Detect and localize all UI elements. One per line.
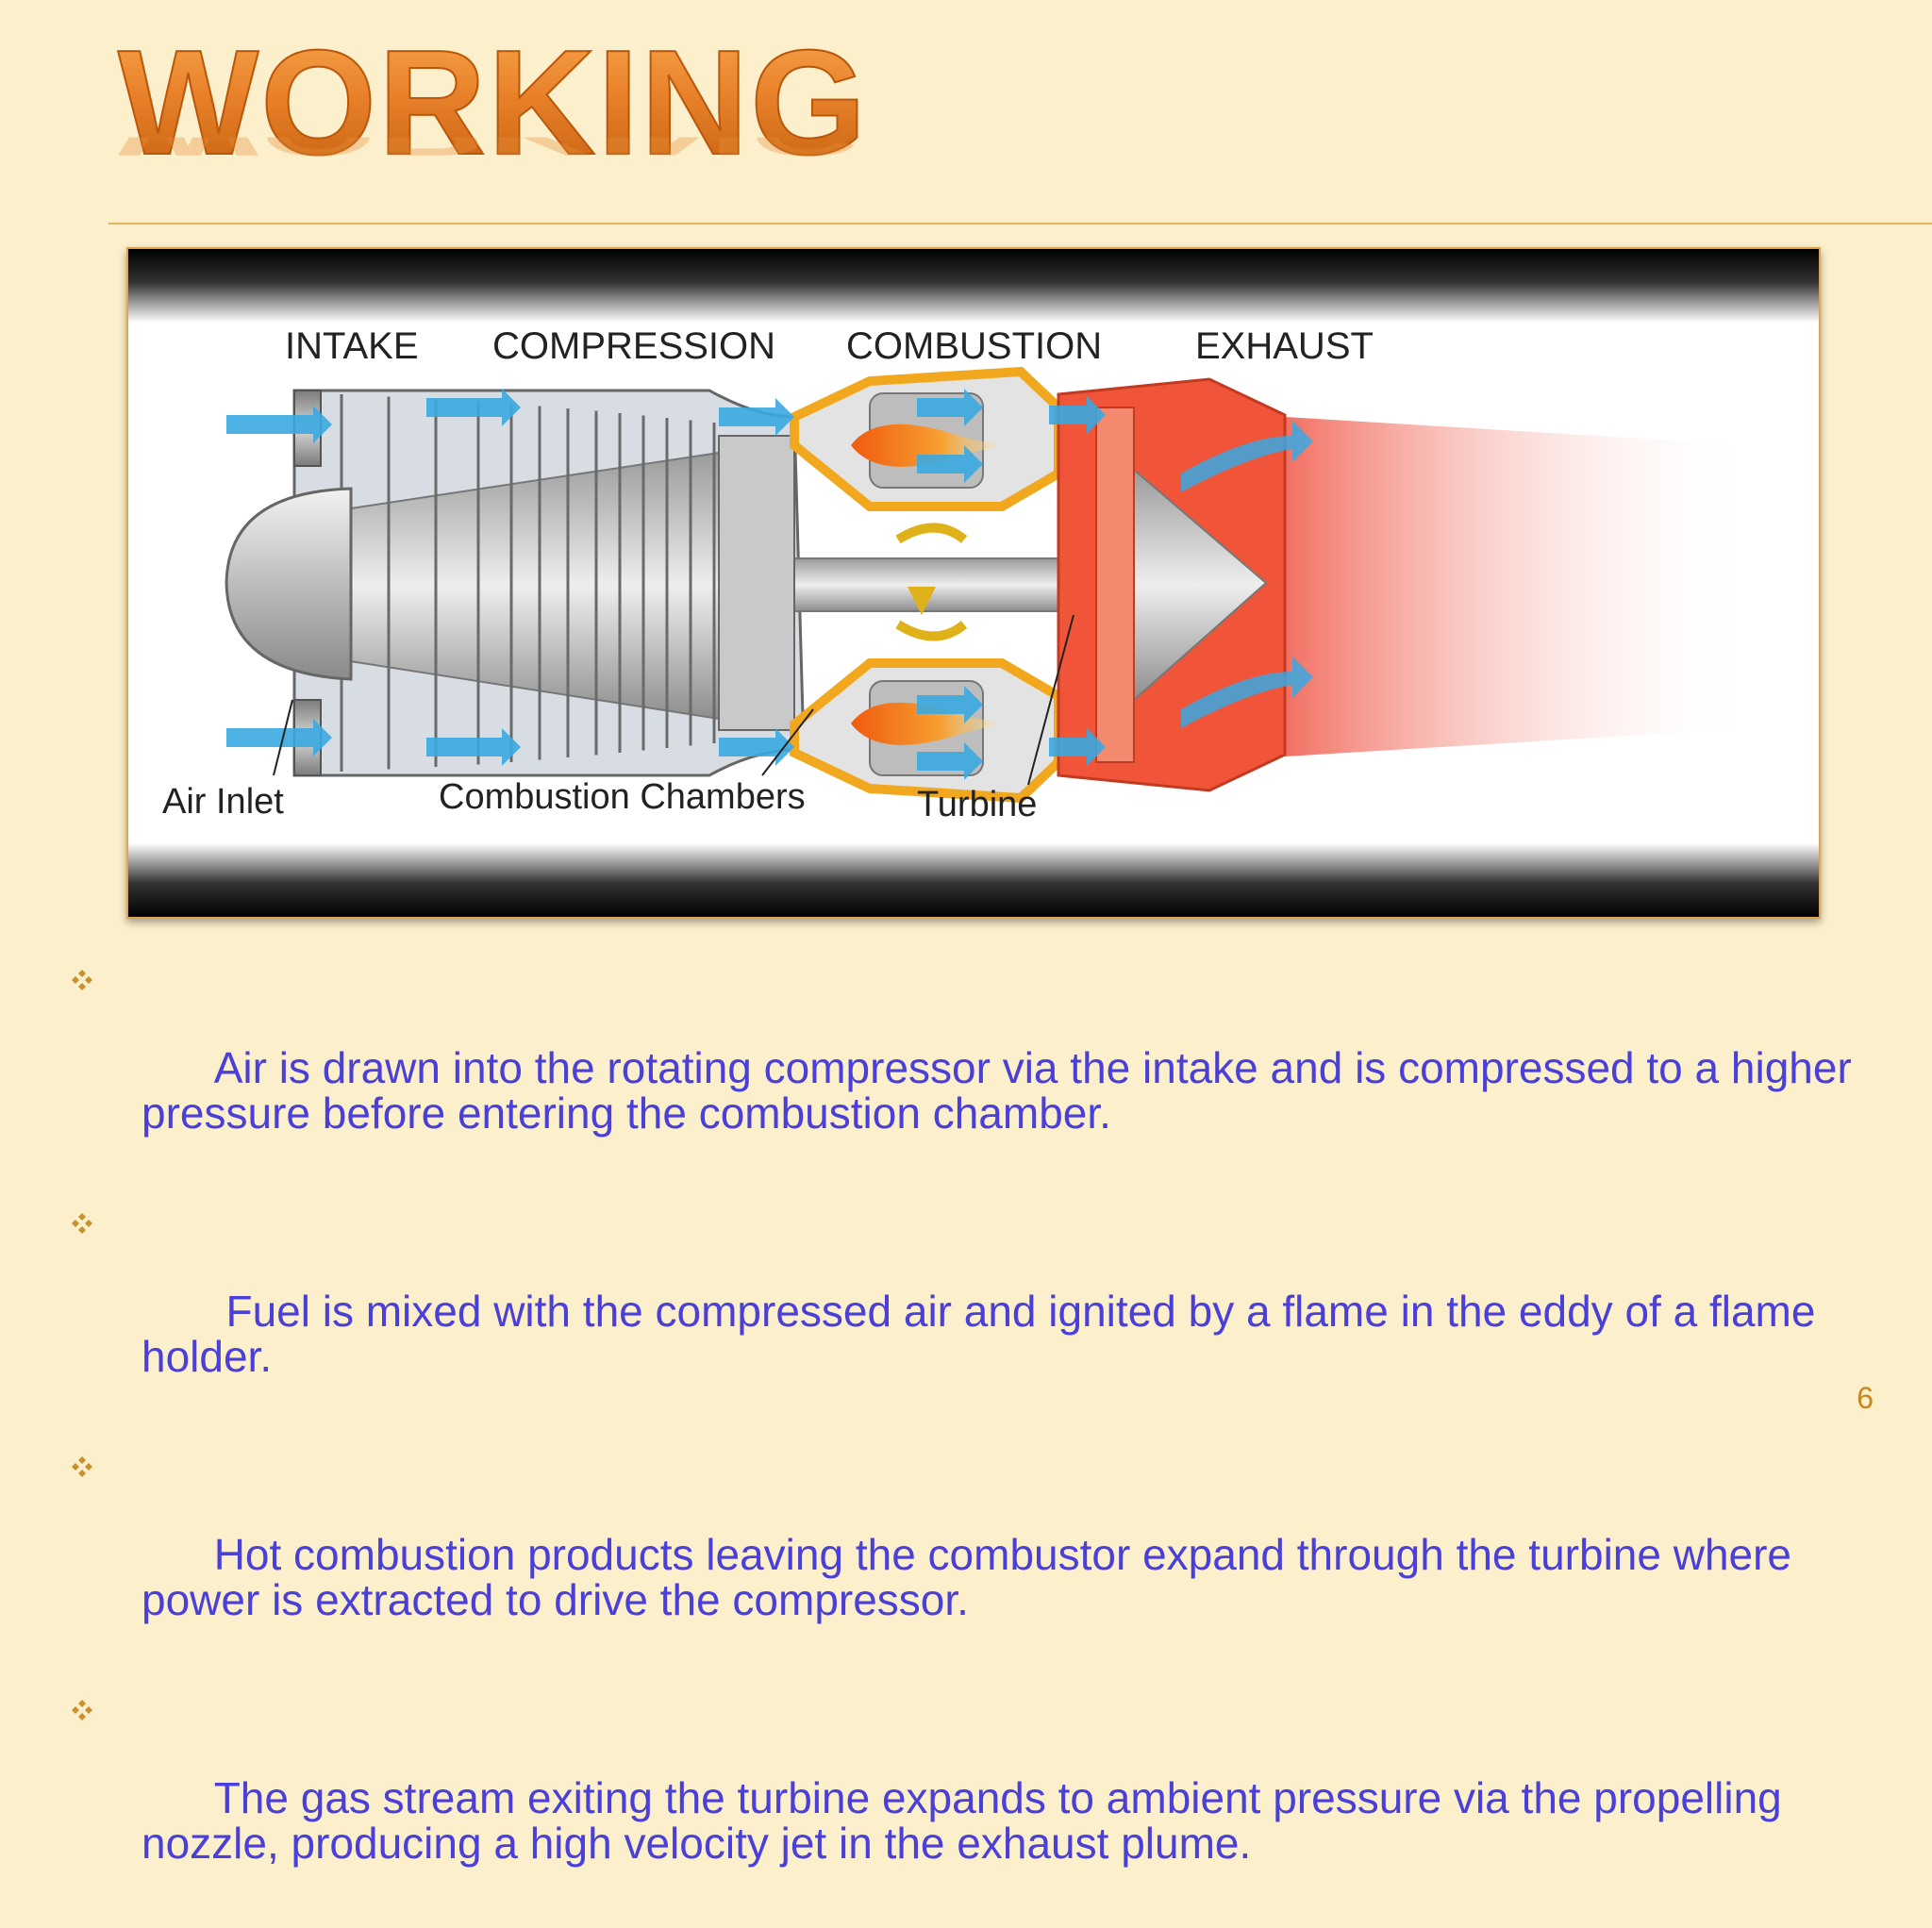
airflow-arrow-icon: [719, 398, 794, 436]
exhaust-struts: [1095, 407, 1135, 763]
exhaust-flow-arrow-icon: [1181, 657, 1313, 728]
airflow-arrow-icon: [917, 686, 983, 723]
diamond-cluster-icon: [72, 1456, 92, 1477]
page-number: 6: [1857, 1381, 1874, 1415]
diamond-cluster-icon: [72, 1700, 92, 1720]
diamond-cluster-icon: [72, 970, 92, 990]
leader-turbine: [1027, 614, 1074, 786]
airflow-arrow-icon: [426, 728, 521, 766]
title-divider: [108, 223, 1932, 224]
bullet-text: Air is drawn into the rotating compresso…: [142, 1043, 1864, 1138]
flame-bottom: [851, 702, 1002, 745]
airflow-arrow-icon: [917, 742, 983, 780]
leader-air-inlet: [273, 699, 293, 776]
bullet-item: The gas stream exiting the turbine expan…: [66, 1685, 1877, 1911]
rotation-arrowhead-icon: [908, 587, 936, 615]
diamond-cluster-icon: [72, 1213, 92, 1234]
bullet-text: The gas stream exiting the turbine expan…: [142, 1773, 1794, 1868]
bullet-item: Fuel is mixed with the compressed air an…: [66, 1198, 1877, 1424]
airflow-arrow-icon: [1049, 396, 1106, 434]
jet-engine-diagram: INTAKE COMPRESSION COMBUSTION EXHAUST: [162, 325, 1753, 824]
label-intake: INTAKE: [285, 325, 419, 367]
bullet-item: Hot combustion products leaving the comb…: [66, 1441, 1877, 1668]
slide: WORKING WORKING: [72, 20, 1932, 1866]
bullet-item: Air is drawn into the rotating compresso…: [66, 955, 1877, 1181]
label-turbine: Turbine: [917, 785, 1037, 824]
title-area: WORKING WORKING: [117, 20, 967, 226]
label-combustion: COMBUSTION: [846, 325, 1102, 367]
airflow-arrow-icon: [426, 389, 521, 426]
bullet-list: Air is drawn into the rotating compresso…: [66, 955, 1877, 1928]
airflow-arrow-icon: [917, 389, 983, 426]
slide-title: WORKING: [117, 20, 869, 186]
flame-top: [851, 424, 1002, 467]
title-reflection: WORKING: [118, 138, 868, 165]
exhaust-flow-arrow-icon: [1181, 421, 1313, 492]
leader-combustion-chambers: [761, 708, 814, 776]
spinner-cone: [225, 487, 353, 681]
bullet-text: Fuel is mixed with the compressed air an…: [142, 1287, 1828, 1381]
airflow-arrow-icon: [226, 719, 332, 756]
engine-figure-frame: INTAKE COMPRESSION COMBUSTION EXHAUST: [126, 247, 1821, 919]
label-combustion-chambers: Combustion Chambers: [439, 777, 806, 817]
label-compression: COMPRESSION: [492, 325, 775, 367]
label-air-inlet: Air Inlet: [162, 782, 284, 822]
airflow-arrow-icon: [1049, 728, 1106, 766]
exhaust-plume: [1285, 417, 1753, 756]
compressor-hub: [718, 435, 795, 731]
airflow-arrows: [226, 389, 1313, 780]
airflow-arrow-icon: [719, 728, 794, 766]
airflow-arrow-icon: [226, 406, 332, 443]
rotation-arrow-icon: [895, 523, 968, 641]
label-exhaust: EXHAUST: [1195, 325, 1374, 367]
airflow-arrow-icon: [917, 445, 983, 483]
bullet-text: Hot combustion products leaving the comb…: [142, 1530, 1804, 1624]
